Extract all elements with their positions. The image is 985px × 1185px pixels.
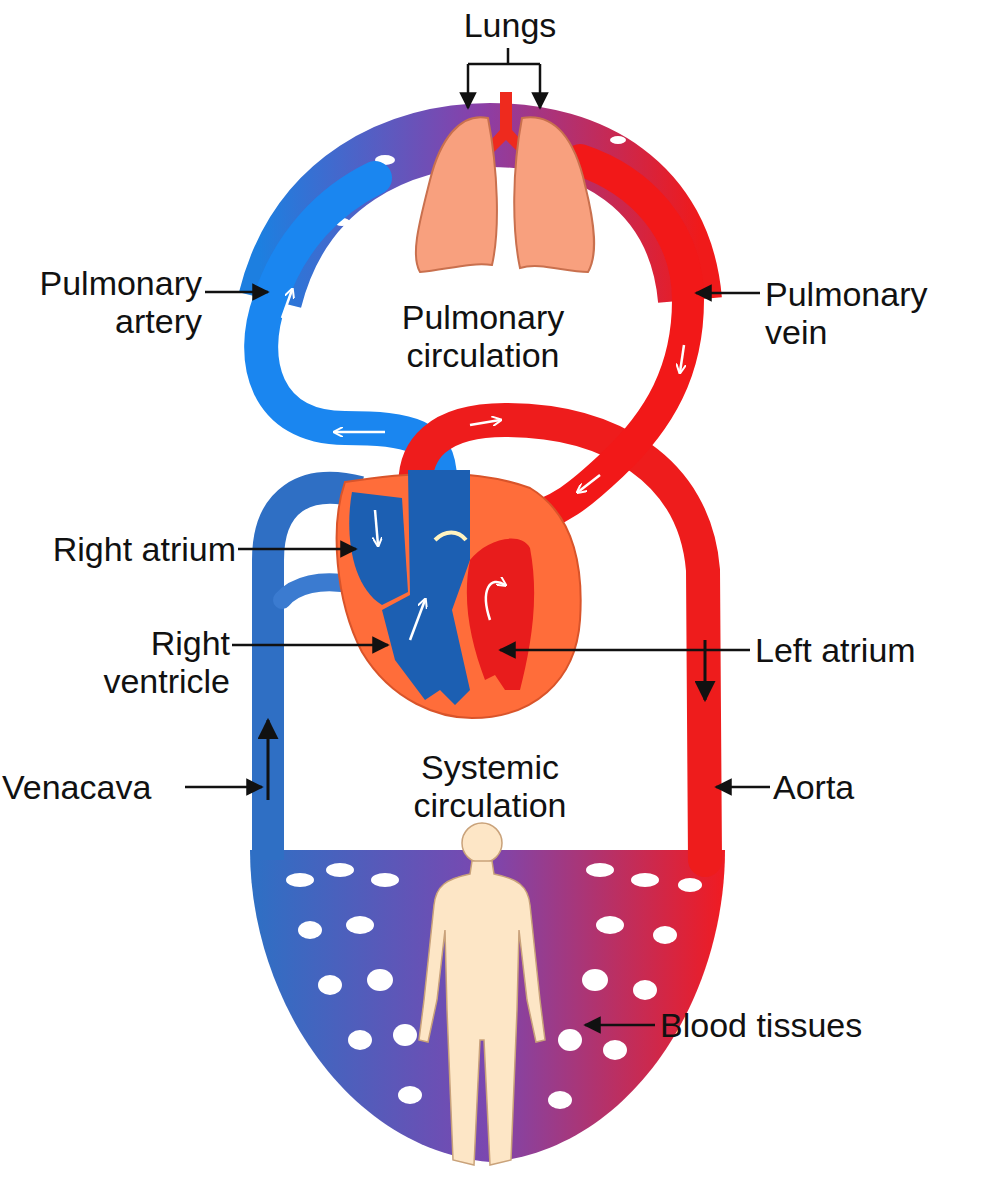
leader-arrow bbox=[205, 291, 268, 294]
capillary-gap bbox=[610, 136, 626, 144]
flow-arrow bbox=[282, 290, 292, 318]
capillary-gap bbox=[286, 873, 314, 887]
flow-arrow bbox=[578, 475, 600, 492]
human-head bbox=[462, 823, 502, 863]
capillary-gap bbox=[678, 878, 702, 892]
capillary-gap bbox=[596, 916, 624, 934]
flow-arrow bbox=[680, 345, 684, 372]
right-atrium-chamber bbox=[349, 492, 408, 605]
part-label: Pulmonary artery bbox=[0, 264, 202, 340]
capillary-gap bbox=[318, 975, 342, 995]
human-body bbox=[419, 861, 545, 1165]
capillary-gap bbox=[398, 1086, 422, 1104]
capillary-gap bbox=[603, 1040, 627, 1060]
part-label: Left atrium bbox=[755, 631, 980, 669]
part-label: Right atrium bbox=[0, 530, 236, 568]
flow-arrow bbox=[486, 582, 505, 620]
capillary-gap bbox=[298, 921, 322, 939]
part-label: Lungs bbox=[410, 6, 610, 44]
leader-arrow bbox=[716, 786, 770, 789]
capillary-gap bbox=[653, 926, 677, 944]
part-label: Venacava bbox=[2, 768, 192, 806]
flow-arrow bbox=[267, 720, 270, 800]
capillary-gap bbox=[558, 1029, 582, 1051]
heart-valve bbox=[435, 533, 466, 541]
lungs-bracket bbox=[468, 48, 540, 64]
flow-arrow bbox=[335, 431, 385, 434]
part-label: Right ventricle bbox=[60, 624, 230, 700]
capillary-gap bbox=[393, 1024, 417, 1046]
leader-arrow bbox=[500, 649, 750, 652]
flow-arrow bbox=[375, 510, 378, 545]
capillary-gap bbox=[367, 969, 393, 991]
capillary-gap bbox=[633, 980, 657, 1000]
right-ventricle-chamber bbox=[382, 470, 470, 705]
capillary-gap bbox=[586, 863, 614, 877]
leader-arrow bbox=[238, 548, 356, 551]
leader-arrow bbox=[185, 786, 262, 789]
leader-arrow bbox=[696, 292, 760, 295]
right-lung bbox=[514, 117, 594, 272]
capillary-gap bbox=[631, 873, 659, 887]
part-label: Pulmonary vein bbox=[765, 275, 975, 351]
flow-arrow bbox=[470, 420, 500, 425]
capillary-gap bbox=[346, 916, 374, 934]
part-label: Aorta bbox=[773, 768, 973, 806]
left-atrium-chamber bbox=[467, 539, 534, 690]
leader-arrow bbox=[585, 1024, 655, 1027]
capillary-gap bbox=[371, 873, 399, 887]
capillary-gap bbox=[582, 969, 608, 991]
flow-arrow bbox=[410, 600, 425, 640]
part-label: Systemic circulation bbox=[380, 748, 600, 824]
capillary-gap bbox=[326, 863, 354, 877]
leader-arrow bbox=[467, 64, 470, 108]
capillary-gap bbox=[548, 1091, 572, 1109]
part-label: Blood tissues bbox=[660, 1006, 980, 1044]
leader-arrow bbox=[539, 64, 542, 108]
left-lung bbox=[416, 117, 497, 272]
leader-arrow bbox=[232, 644, 388, 647]
capillary-gap bbox=[348, 1030, 372, 1050]
part-label: Pulmonary circulation bbox=[373, 298, 593, 374]
